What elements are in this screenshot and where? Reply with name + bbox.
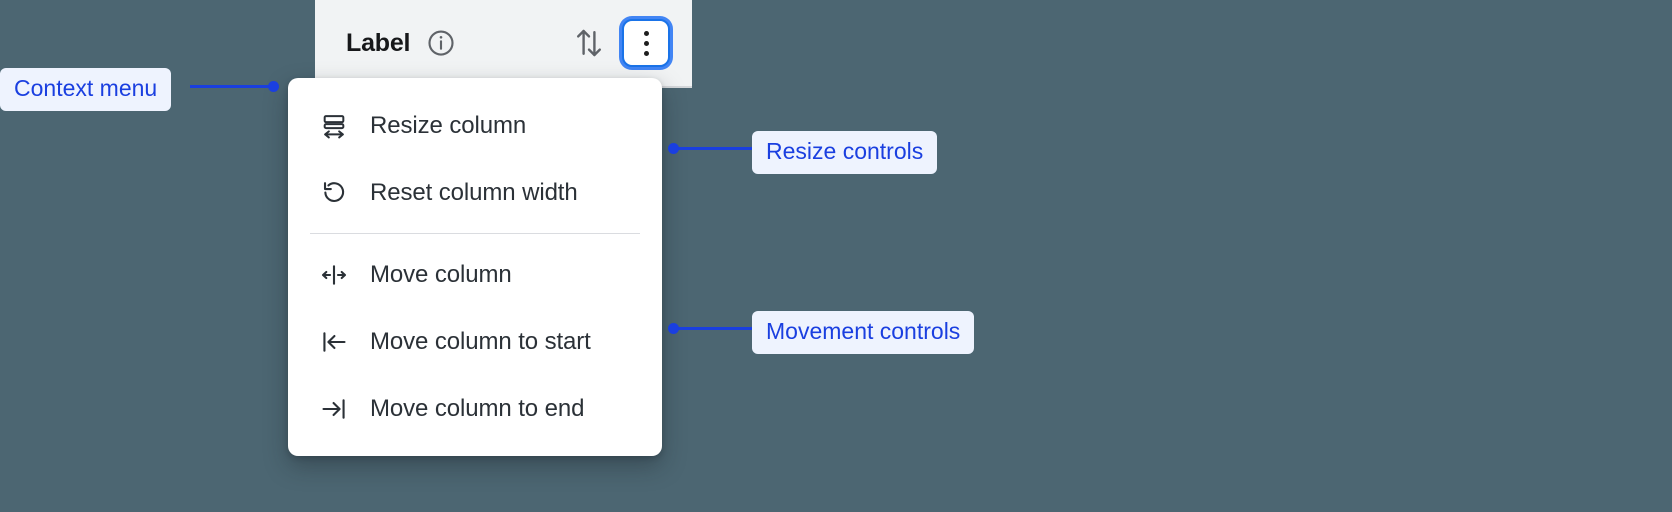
annotation-connector-dot [668, 143, 679, 154]
annotation-connector-line [676, 147, 756, 150]
sort-arrows-icon[interactable] [572, 25, 606, 61]
menu-item-label: Move column to start [370, 327, 591, 355]
menu-item-move-column-to-start[interactable]: Move column to start [288, 308, 662, 375]
move-to-start-icon [320, 328, 348, 356]
move-to-end-icon [320, 395, 348, 423]
menu-item-label: Reset column width [370, 178, 578, 206]
column-options-button[interactable] [622, 19, 670, 67]
menu-divider [310, 233, 640, 234]
reset-width-icon [320, 179, 348, 207]
annotation-connector-line [190, 85, 274, 88]
kebab-dot-1 [643, 30, 649, 36]
annotation-connector-dot [268, 81, 279, 92]
kebab-dot-2 [643, 40, 649, 46]
column-header-label: Label [346, 28, 411, 57]
menu-item-label: Move column [370, 260, 512, 288]
annotation-resize-controls: Resize controls [752, 131, 938, 174]
move-column-icon [320, 261, 348, 289]
table-column-header: Label [315, 0, 692, 88]
annotation-movement-controls: Movement controls [752, 311, 975, 354]
annotation-connector-dot [668, 323, 679, 334]
info-circle-icon[interactable] [426, 28, 456, 58]
annotation-context-menu: Context menu [0, 68, 172, 111]
column-context-menu: Resize column Reset column width Move co… [288, 78, 662, 456]
menu-item-move-column[interactable]: Move column [288, 241, 662, 308]
annotation-connector-line [676, 327, 756, 330]
menu-item-move-column-to-end[interactable]: Move column to end [288, 375, 662, 442]
kebab-dot-3 [643, 50, 649, 56]
menu-item-label: Move column to end [370, 394, 585, 422]
menu-item-label: Resize column [370, 111, 527, 139]
menu-item-resize-column[interactable]: Resize column [288, 92, 662, 159]
menu-item-reset-column-width[interactable]: Reset column width [288, 159, 662, 226]
resize-column-icon [320, 112, 348, 140]
